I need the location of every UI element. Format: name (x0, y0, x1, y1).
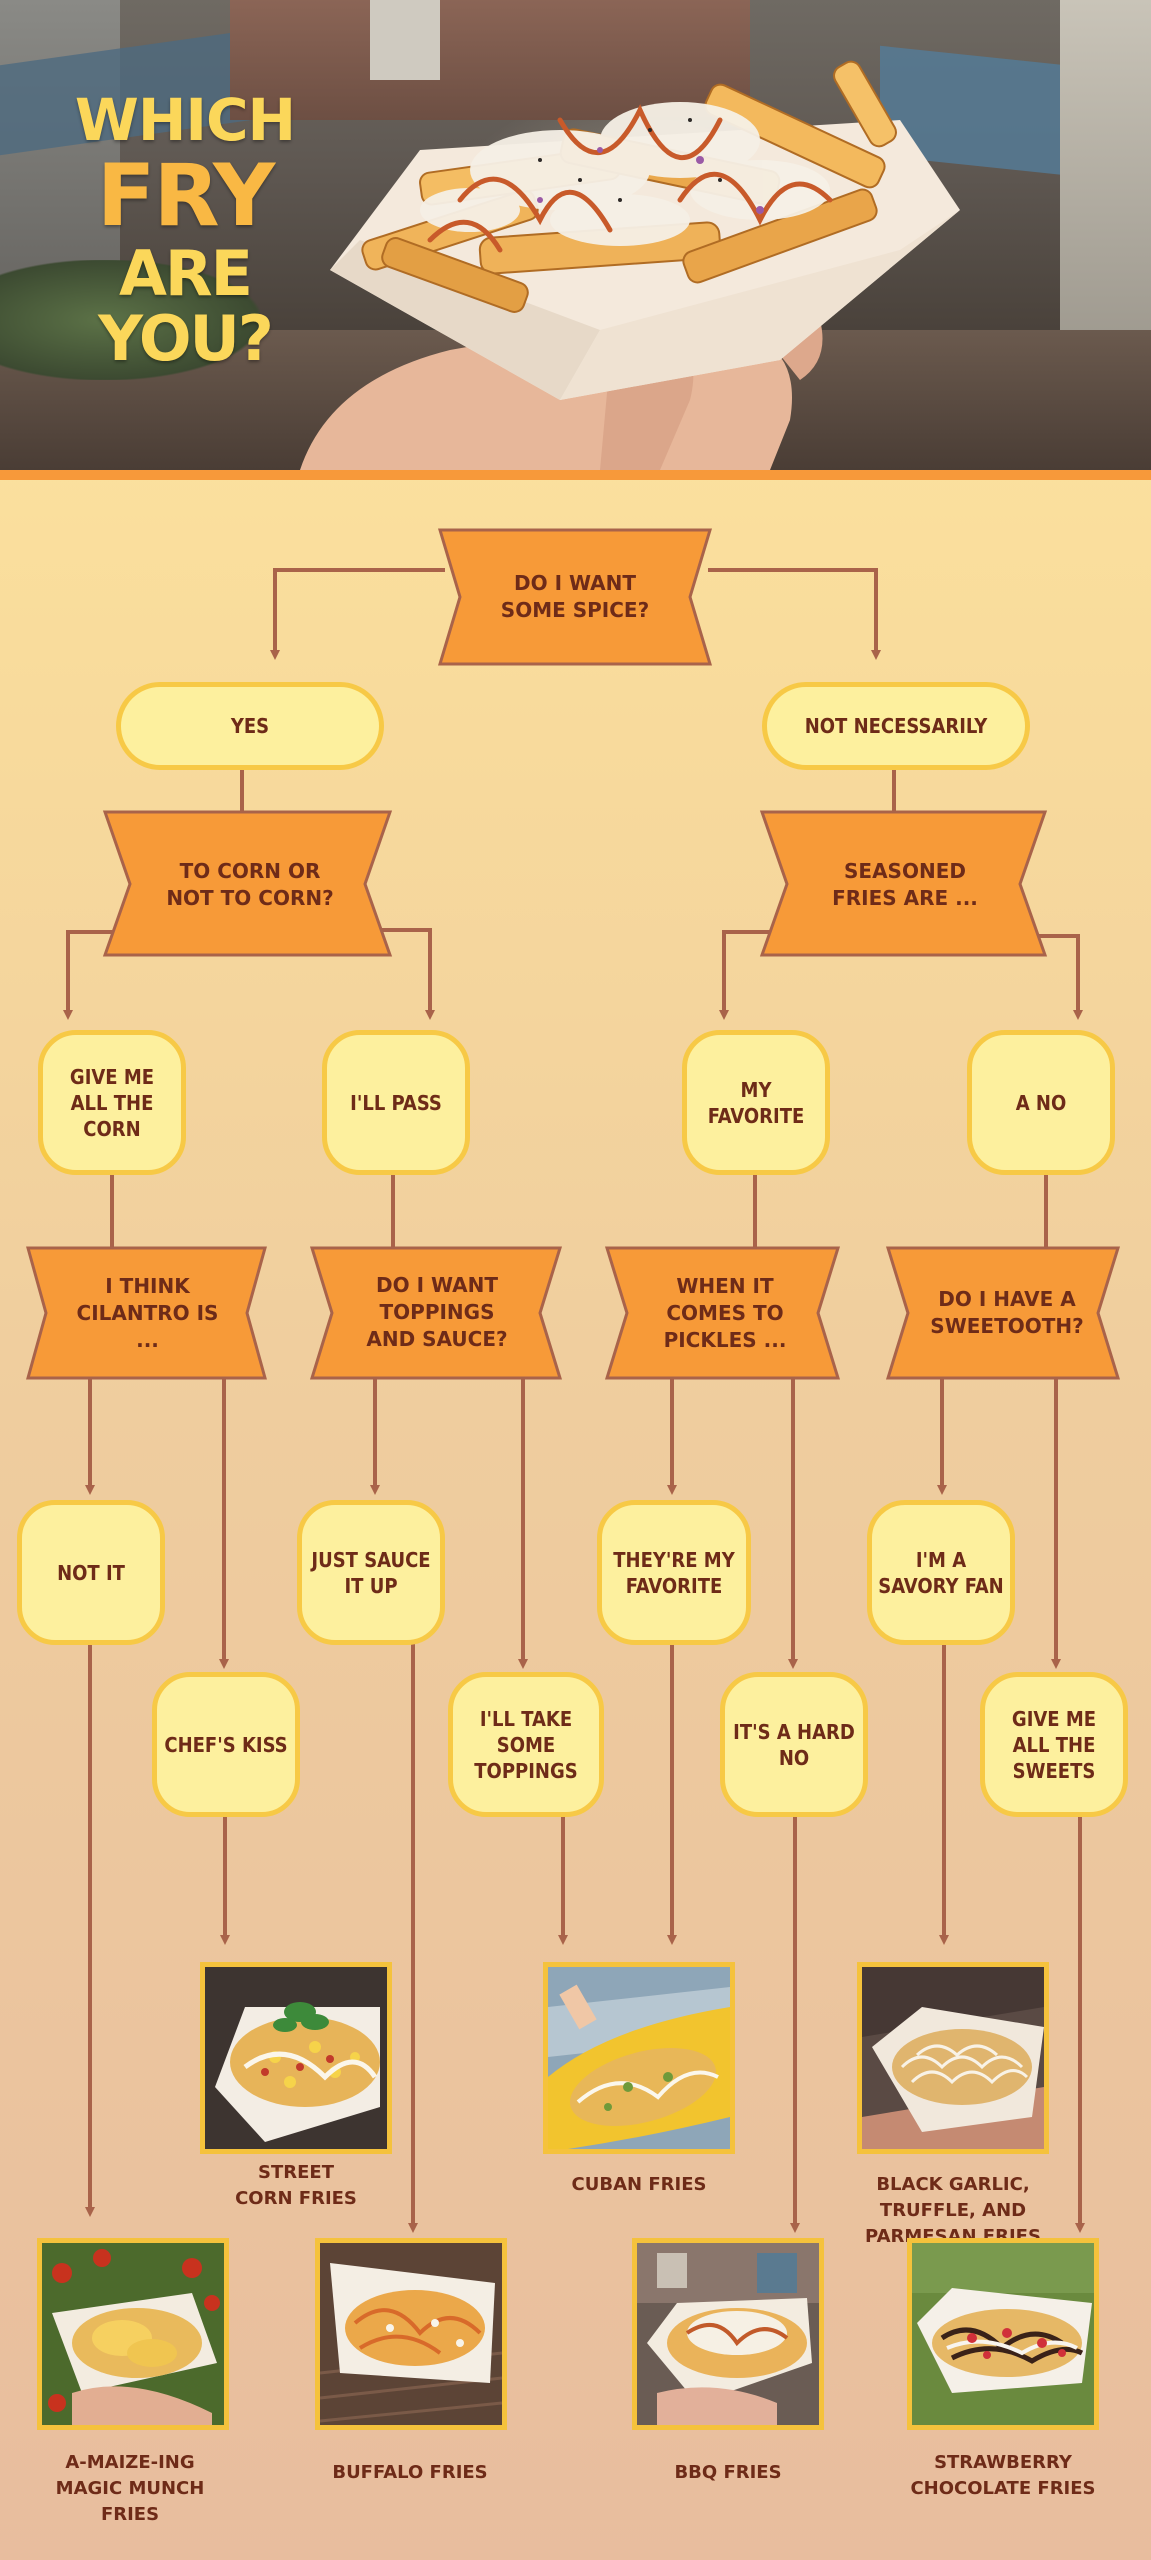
question-seasoned-shape (759, 810, 1048, 957)
title-line-fry: FRY (96, 145, 276, 246)
answer-a-no: A NO (967, 1030, 1115, 1175)
a-maize-ing-magic-munch-fries-image (42, 2243, 224, 2425)
result-photo-cuban (543, 1962, 735, 2154)
title-line-are-you: ARE YOU? (98, 237, 274, 376)
result-photo-amaize (37, 2238, 229, 2430)
bg-trees (0, 260, 260, 380)
header-photo: WHICH FRY ARE YOU? (0, 0, 1151, 470)
title-line-which: WHICH (74, 86, 296, 154)
fries-in-hand-image (300, 60, 960, 470)
result-label-bbq: BBQ FRIES (674, 2462, 782, 2483)
header-divider (0, 470, 1151, 480)
question-pickles: WHEN IT COMES TO PICKLES ... (663, 1273, 787, 1352)
question-spice: DO I WANT SOME SPICE? (500, 571, 650, 622)
question-toppings: DO I WANT TOPPINGS AND SAUCE? (366, 1272, 508, 1351)
answer-give-me-all-the-sweets: GIVE ME ALL THE SWEETS (980, 1672, 1128, 1817)
question-toppings-shape (309, 1246, 563, 1380)
result-label-street-corn: STREET CORN FRIES (235, 2162, 357, 2210)
question-cilantro: I THINK CILANTRO IS ... (76, 1273, 219, 1352)
question-seasoned: SEASONED FRIES ARE ... (832, 859, 978, 910)
result-photo-buffalo (315, 2238, 507, 2430)
page-title: WHICH FRY ARE YOU? (40, 86, 330, 376)
answer-give-me-all-the-corn: GIVE ME ALL THE CORN (38, 1030, 186, 1175)
bg-building-mid (230, 0, 750, 120)
question-sweettooth: DO I HAVE A SWEETOOTH? (930, 1287, 1084, 1338)
result-label-cuban: CUBAN FRIES (571, 2174, 707, 2195)
street-corn-fries-image (205, 1967, 387, 2149)
bbq-fries-image (637, 2243, 819, 2425)
buffalo-fries-image (320, 2243, 502, 2425)
answer-ill-pass: I'LL PASS (322, 1030, 470, 1175)
result-label-strawberry: STRAWBERRY CHOCOLATE FRIES (910, 2452, 1096, 2500)
question-corn: TO CORN OR NOT TO CORN? (166, 859, 334, 910)
answer-not-it: NOT IT (17, 1500, 165, 1645)
question-cilantro-shape (26, 1246, 267, 1380)
strawberry-chocolate-fries-image (912, 2243, 1094, 2425)
result-photo-black-garlic (857, 1962, 1049, 2154)
answer-chefs-kiss: CHEF'S KISS (152, 1672, 300, 1817)
answer-my-favorite: MY FAVORITE (682, 1030, 830, 1175)
question-pickles-shape (604, 1246, 841, 1380)
answer-some-toppings: I'LL TAKE SOME TOPPINGS (448, 1672, 604, 1817)
question-spice-shape (437, 528, 713, 666)
black-garlic-truffle-parmesan-fries-image (862, 1967, 1044, 2149)
answer-just-sauce-it-up: JUST SAUCE IT UP (297, 1500, 445, 1645)
result-label-amaize: A-MAIZE-ING MAGIC MUNCH FRIES (55, 2452, 205, 2526)
answer-hard-no: IT'S A HARD NO (720, 1672, 868, 1817)
result-photo-street-corn (200, 1962, 392, 2154)
answer-savory-fan: I'M A SAVORY FAN (867, 1500, 1015, 1645)
question-corn-shape (102, 810, 393, 957)
result-photo-strawberry (907, 2238, 1099, 2430)
result-photo-bbq (632, 2238, 824, 2430)
result-label-buffalo: BUFFALO FRIES (332, 2462, 488, 2483)
question-sweettooth-shape (885, 1246, 1121, 1380)
answer-yes: YES (116, 682, 384, 770)
answer-theyre-my-favorite: THEY'RE MY FAVORITE (597, 1500, 751, 1645)
cuban-fries-image (548, 1967, 730, 2149)
bg-window (370, 0, 440, 80)
answer-not-necessarily: NOT NECESSARILY (762, 682, 1030, 770)
